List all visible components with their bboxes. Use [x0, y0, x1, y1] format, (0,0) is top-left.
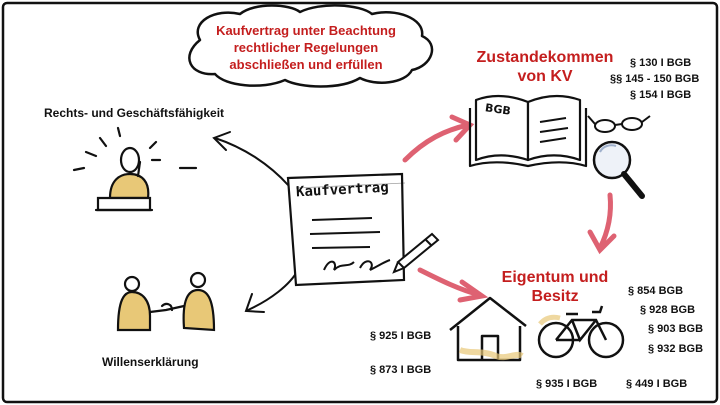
- zustandekommen-heading-line: Zustandekommen: [476, 49, 614, 66]
- black-arrow-to-willens: [244, 269, 299, 313]
- book-icon: [468, 95, 588, 168]
- law-ref: § 935 I BGB: [536, 378, 598, 390]
- rechts-label: Rechts- und Geschäftsfähigkeit: [44, 106, 225, 120]
- red-arrow-down: [587, 192, 617, 255]
- law-ref: § 154 I BGB: [630, 89, 692, 101]
- magnifier-icon: [592, 140, 645, 199]
- cloud-caption-line: Kaufvertrag unter Beachtung: [216, 23, 396, 38]
- glasses-icon: [587, 115, 651, 133]
- eigentum-heading-line: Eigentum und: [501, 269, 609, 286]
- black-arrow-to-rechts: [212, 131, 289, 186]
- red-arrow-to-zustandekommen: [402, 114, 475, 163]
- pen-icon: [392, 232, 440, 274]
- eigentum-heading: Eigentum und Besitz: [480, 268, 630, 306]
- law-ref: § 928 BGB: [640, 304, 696, 316]
- bicycle-icon: [537, 305, 625, 359]
- law-ref: § 932 BGB: [648, 343, 704, 355]
- law-ref: §§ 145 - 150 BGB: [610, 73, 700, 85]
- house-icon: [449, 296, 527, 362]
- law-ref: § 903 BGB: [648, 323, 704, 335]
- red-arrow-to-eigentum: [417, 267, 489, 303]
- law-ref: § 449 I BGB: [626, 378, 688, 390]
- law-ref: § 854 BGB: [628, 285, 684, 297]
- law-ref: § 925 I BGB: [370, 330, 432, 342]
- cloud-caption-line: rechtlicher Regelungen: [233, 40, 379, 55]
- law-ref: § 873 I BGB: [370, 364, 432, 376]
- cloud-icon: [188, 4, 434, 88]
- law-ref: § 130 I BGB: [630, 57, 692, 69]
- contract-document-icon: [286, 172, 406, 287]
- handshake-people-icon: [116, 271, 216, 332]
- willens-label: Willenserklärung: [102, 355, 199, 369]
- zustandekommen-heading-line: von KV: [517, 68, 573, 85]
- eigentum-heading-line: Besitz: [531, 288, 579, 305]
- cloud-caption-line: abschließen und erfüllen: [229, 57, 383, 72]
- thinking-person-icon: [72, 126, 198, 212]
- cloud-caption: Kaufvertrag unter Beachtung rechtlicher …: [196, 22, 416, 73]
- zustandekommen-heading: Zustandekommen von KV: [470, 48, 620, 86]
